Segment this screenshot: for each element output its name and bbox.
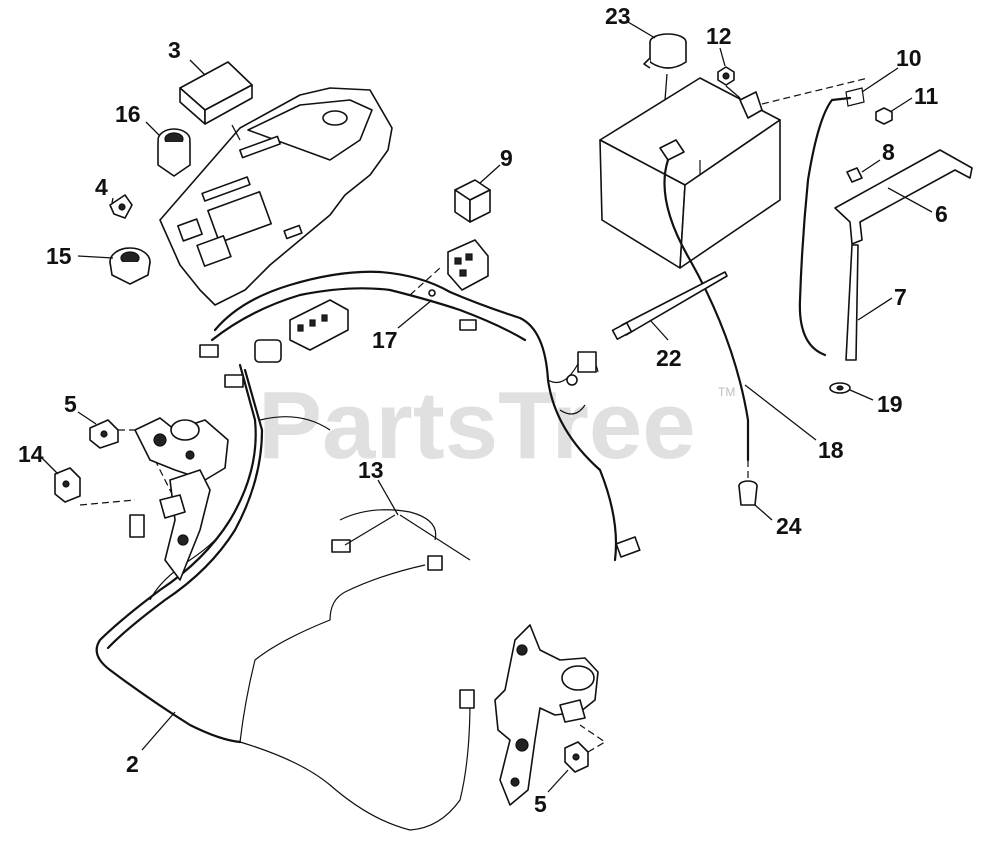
part-15-round-switch: [109, 247, 151, 285]
callout-6: 6: [935, 201, 948, 227]
callout-10: 10: [896, 45, 922, 71]
leader-lines: [41, 21, 933, 793]
part-16-switch: [157, 128, 191, 177]
pedal-bracket-lower: [494, 624, 599, 806]
callout-24: 24: [776, 513, 802, 539]
part-22-tie-strap: [611, 271, 728, 340]
part-12-nut: [717, 66, 735, 86]
callout-18: 18: [818, 437, 844, 463]
callout-2: 2: [126, 751, 139, 777]
callout-14: 14: [18, 441, 44, 467]
callout-3: 3: [168, 37, 181, 63]
part-4-clip: [109, 194, 133, 219]
callout-12: 12: [706, 23, 732, 49]
callout-8: 8: [882, 139, 895, 165]
watermark: PartsTree: [258, 372, 696, 479]
part-18-positive-cable: [663, 158, 750, 462]
watermark-trademark: TM: [718, 385, 735, 399]
part-10-battery-cable: [798, 96, 852, 357]
callout-4: 4: [95, 174, 108, 200]
part-9-relay: [454, 179, 491, 223]
callout-15: 15: [46, 243, 72, 269]
callout-19: 19: [877, 391, 903, 417]
part-24-terminal-boot: [738, 480, 758, 506]
part-2-wiring-harness: [95, 270, 618, 831]
battery: [599, 77, 869, 269]
part-13-wire: [344, 514, 396, 546]
dash-panel-plate: [159, 87, 393, 306]
part-23-terminal-cap: [643, 33, 687, 69]
callout-9: 9: [500, 145, 513, 171]
part-8-bolt: [846, 167, 863, 183]
part-11-bolt: [875, 107, 893, 125]
callout-13: 13: [358, 457, 384, 483]
callout-5-lower: 5: [534, 791, 547, 817]
callout-23: 23: [605, 3, 631, 29]
relay-socket: [447, 239, 489, 291]
callout-16: 16: [115, 101, 141, 127]
callout-11: 11: [914, 83, 939, 109]
harness-connectors: [129, 299, 641, 709]
part-5-switch-upper: [89, 419, 119, 449]
part-5-switch-lower: [564, 741, 589, 773]
part-14-sensor: [54, 467, 81, 503]
callout-22: 22: [656, 345, 682, 371]
callout-labels: 23 12 10 11 3 16 9 8 4 6 15 7 17 22 5 19…: [18, 3, 948, 817]
part-19-washer: [829, 382, 851, 394]
part-3-cover: [179, 61, 253, 125]
callout-5-upper: 5: [64, 391, 77, 417]
callout-7: 7: [894, 284, 907, 310]
pedal-bracket-upper: [134, 417, 229, 581]
callout-17: 17: [372, 327, 398, 353]
part-7-rod: [845, 244, 859, 361]
